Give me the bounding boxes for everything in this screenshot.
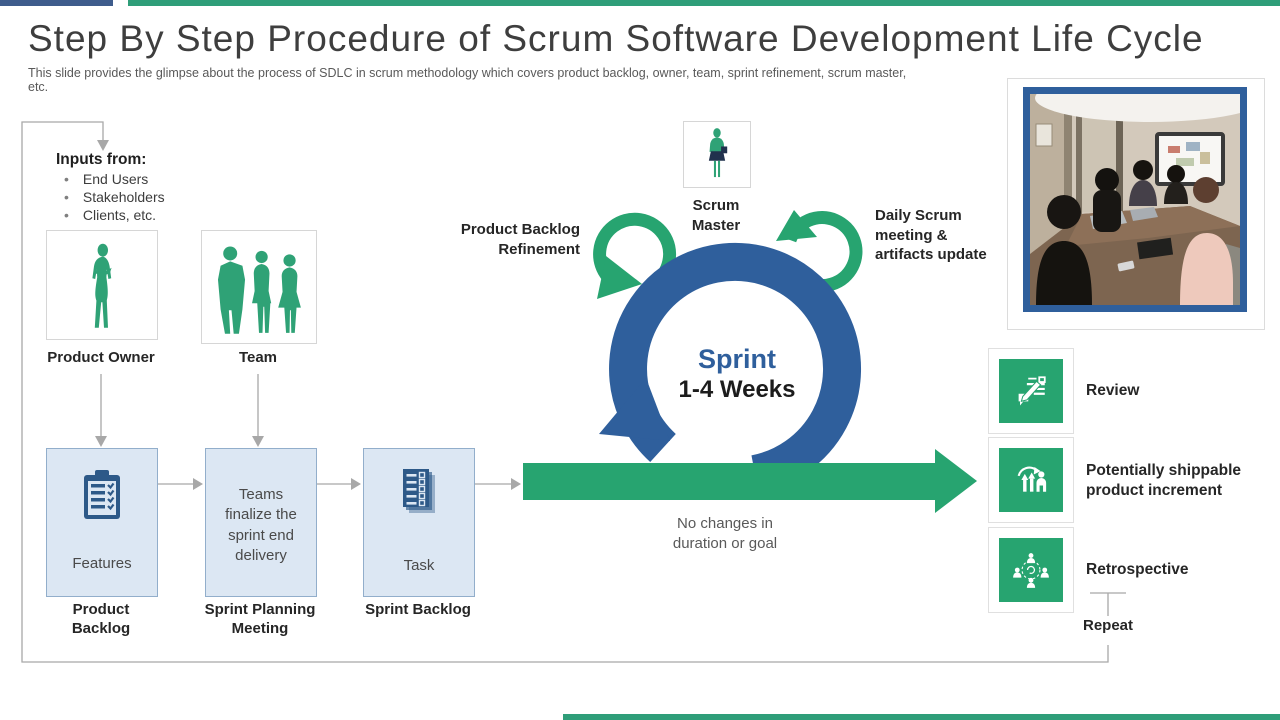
increment-icon-box: [988, 437, 1074, 523]
retrospective-icon: [1013, 553, 1049, 588]
repeat-label: Repeat: [1082, 617, 1134, 634]
page-title: Step By Step Procedure of Scrum Software…: [28, 18, 1204, 59]
sprint-title: Sprint: [698, 344, 776, 374]
top-bar-blue: [0, 0, 113, 6]
task-list-icon: [403, 469, 435, 513]
team-label: Team: [238, 349, 278, 366]
product-backlog-content: Features: [72, 554, 132, 572]
review-icon-tile: [999, 359, 1063, 423]
team-figure-box: [201, 230, 317, 344]
arrowhead-1: [193, 478, 203, 490]
meeting-photo: [1023, 87, 1247, 312]
product-backlog-box: Features: [46, 448, 158, 597]
sprint-planning-label: Sprint Planning Meeting: [204, 601, 316, 637]
sprint-backlog-label: Sprint Backlog: [365, 601, 471, 618]
daily-scrum-loop-arrowhead: [776, 210, 817, 241]
product-owner-label: Product Owner: [47, 349, 155, 366]
role-to-box-lines: [100, 374, 259, 437]
sprint-note: No changes in duration or goal: [672, 515, 778, 553]
bottom-bar-green: [563, 714, 1280, 720]
daily-scrum-loop-label: Daily Scrum meeting & artifacts update: [875, 207, 987, 263]
increment-icon-tile: [999, 448, 1063, 512]
clipboard-icon: [84, 470, 120, 519]
page-subtitle: This slide provides the glimpse about th…: [28, 66, 907, 94]
arrowhead-2: [351, 478, 361, 490]
retrospective-icon-box: [988, 527, 1074, 613]
sprint-planning-box: Teams finalize the sprint end delivery: [205, 448, 317, 597]
daily-scrum-loop-arc: [783, 211, 863, 293]
arrowhead-3: [511, 478, 521, 490]
refinement-loop-arc: [593, 212, 677, 290]
review-icon: [1018, 376, 1046, 406]
increment-label: Potentially shippable product increment: [1086, 462, 1242, 500]
repeat-loop-line: [21, 121, 1126, 663]
increment-icon: [1017, 466, 1047, 492]
sprint-duration: 1-4 Weeks: [678, 376, 796, 403]
retrospective-label: Retrospective: [1086, 561, 1189, 578]
scrum-master-silhouette-icon: [708, 128, 728, 178]
product-backlog-label: Product Backlog: [71, 601, 131, 637]
review-label: Review: [1086, 382, 1140, 399]
inputs-item: End Users: [60, 170, 165, 188]
sprint-timeline-arrow: [523, 449, 977, 513]
inputs-arrowhead: [97, 140, 109, 151]
sprint-backlog-content: Task: [403, 556, 435, 574]
meeting-photo-scene: [1030, 94, 1240, 305]
inputs-item: Stakeholders: [60, 188, 165, 206]
product-owner-silhouette-icon: [92, 243, 112, 328]
scrum-master-figure-box: [683, 121, 751, 188]
retrospective-icon-tile: [999, 538, 1063, 602]
refinement-loop-label: Product Backlog Refinement: [460, 221, 580, 258]
sprint-ring-arrowhead: [599, 378, 670, 441]
inputs-heading: Inputs from:: [56, 151, 147, 168]
sprint-backlog-box: Task: [363, 448, 475, 597]
sprint-planning-content: Teams finalize the sprint end delivery: [225, 486, 297, 564]
scrum-master-label: Scrum Master: [691, 197, 741, 234]
top-bar-green: [128, 0, 1280, 6]
team-silhouette-icon: [217, 246, 301, 334]
arrowhead-product-backlog: [95, 436, 107, 447]
inputs-item: Clients, etc.: [60, 206, 165, 224]
product-owner-figure-box: [46, 230, 158, 340]
refinement-loop-arrowhead: [597, 256, 642, 299]
review-icon-box: [988, 348, 1074, 434]
arrowhead-sprint-planning: [252, 436, 264, 447]
inputs-list: End Users Stakeholders Clients, etc.: [60, 170, 165, 224]
